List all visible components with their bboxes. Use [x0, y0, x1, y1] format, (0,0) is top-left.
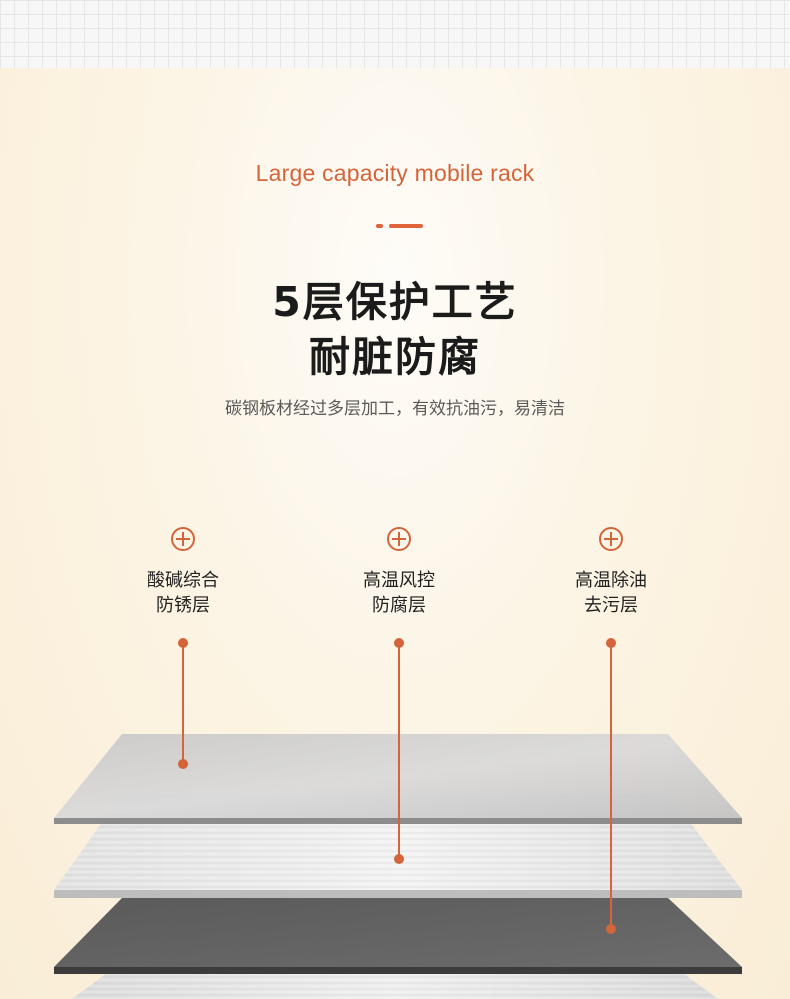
feature-label-line1: 高温除油	[575, 570, 647, 591]
feature-label: 高温风控 防腐层	[319, 568, 479, 618]
plus-circle-icon	[171, 527, 195, 551]
accent-dot	[376, 224, 383, 228]
pointer-dot	[178, 638, 188, 648]
plate-dark	[54, 898, 742, 974]
pointer-dot	[606, 924, 616, 934]
feature-label-line1: 高温风控	[363, 570, 435, 591]
headline-line-2: 耐脏防腐	[309, 333, 481, 381]
pointer-line-2	[394, 638, 404, 864]
english-subtitle: Large capacity mobile rack	[255, 160, 535, 186]
plus-circle-icon	[599, 527, 623, 551]
pointer-line-1	[178, 638, 188, 769]
feature-label-line2: 去污层	[584, 595, 638, 616]
description: 碳钢板材经过多层加工，有效抗油污，易清洁	[225, 399, 565, 419]
feature-label-line2: 防腐层	[372, 595, 426, 616]
pointer-dot	[178, 759, 188, 769]
accent-bar	[389, 224, 423, 228]
pointer-dot	[606, 638, 616, 648]
pointer-line-3	[606, 638, 616, 934]
plus-circle-icon	[387, 527, 411, 551]
feature-label-line2: 防锈层	[156, 595, 210, 616]
pointer-dot	[394, 854, 404, 864]
feature-label: 酸碱综合 防锈层	[103, 568, 263, 618]
top-grid-pattern	[0, 0, 790, 68]
pointer-dot	[394, 638, 404, 648]
headline-line-1: 5层保护工艺	[272, 278, 518, 326]
feature-label-line1: 酸碱综合	[147, 570, 219, 591]
feature-label: 高温除油 去污层	[531, 568, 691, 618]
